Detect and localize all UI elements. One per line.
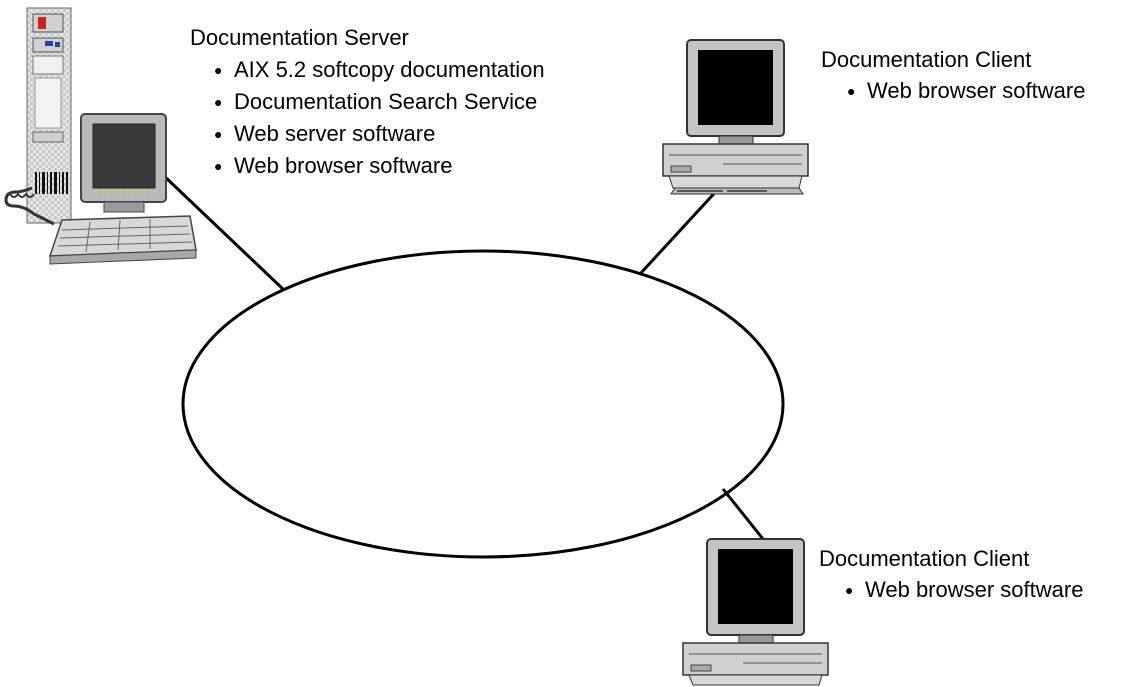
- client-top-feature-item: Web browser software: [847, 78, 1085, 104]
- server-workstation-icon: [4, 7, 197, 265]
- server-title: Documentation Server: [190, 25, 409, 50]
- client-top-features: Web browser software: [847, 78, 1085, 104]
- server-label: Documentation Server AIX 5.2 softcopy do…: [190, 25, 545, 179]
- server-feature-item: AIX 5.2 softcopy documentation: [214, 57, 545, 83]
- client-bottom-title: Documentation Client: [819, 546, 1030, 571]
- server-feature-item: Web server software: [214, 121, 545, 147]
- client-bottom-label: Documentation Client Web browser softwar…: [819, 546, 1083, 603]
- desktop-computer-icon: [682, 538, 829, 686]
- client-bottom-connection-line: [721, 488, 765, 540]
- server-features: AIX 5.2 softcopy documentation Documenta…: [214, 57, 545, 179]
- server-connection-line: [161, 173, 286, 292]
- client-bottom-feature-item: Web browser software: [845, 577, 1083, 603]
- network-ring: [181, 249, 785, 559]
- client-top-connection-line: [638, 184, 723, 276]
- client-top-title: Documentation Client: [821, 47, 1032, 72]
- client-top-label: Documentation Client Web browser softwar…: [821, 47, 1085, 104]
- server-feature-item: Documentation Search Service: [214, 89, 545, 115]
- client-bottom-features: Web browser software: [845, 577, 1083, 603]
- server-feature-item: Web browser software: [214, 153, 545, 179]
- desktop-computer-icon: [662, 39, 809, 195]
